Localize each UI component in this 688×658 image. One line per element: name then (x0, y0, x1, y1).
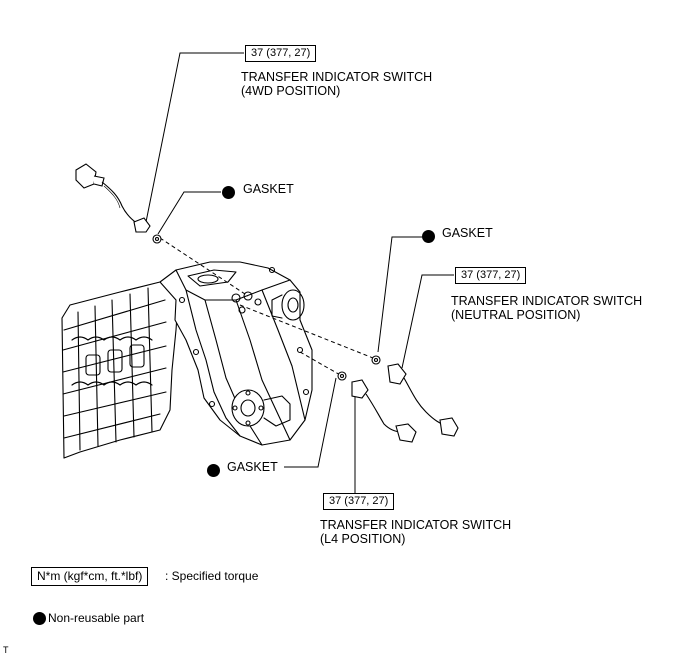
legend-non-reusable-dot (33, 612, 46, 625)
transfer-case-illustration (61, 261, 313, 459)
label-switch-neutral-line2: (NEUTRAL POSITION) (451, 308, 581, 322)
label-gasket-neutral: GASKET (442, 226, 493, 240)
label-switch-4wd-line1: TRANSFER INDICATOR SWITCH (241, 70, 433, 84)
torque-box-neutral: 37 (377, 27) (455, 267, 527, 284)
legend-torque-unit-box: N*m (kgf*cm, ft.*lbf) (31, 567, 149, 586)
legend-torque-desc: : Specified torque (165, 569, 259, 583)
torque-box-l4: 37 (377, 27) (323, 493, 395, 510)
legend-non-reusable-text: Non-reusable part (48, 611, 145, 625)
label-switch-l4-line2: (L4 POSITION) (320, 532, 406, 546)
leader-lines (145, 52, 454, 494)
assembly-guide-lines (159, 237, 379, 377)
non-reusable-dot-gasket-neutral (422, 230, 435, 243)
label-switch-neutral-line1: TRANSFER INDICATOR SWITCH (451, 294, 643, 308)
non-reusable-dot-gasket-4wd (222, 186, 235, 199)
switch-l4-part (337, 371, 417, 443)
torque-box-4wd: 37 (377, 27) (245, 45, 317, 62)
label-switch-l4-line1: TRANSFER INDICATOR SWITCH (320, 518, 512, 532)
switch-neutral-part (371, 355, 459, 437)
label-gasket-l4: GASKET (227, 460, 278, 474)
label-gasket-4wd: GASKET (243, 182, 294, 196)
label-switch-4wd-line2: (4WD POSITION) (241, 84, 341, 98)
non-reusable-dot-gasket-l4 (207, 464, 220, 477)
switch-4wd-part (75, 163, 162, 244)
corner-mark: T (3, 645, 9, 655)
